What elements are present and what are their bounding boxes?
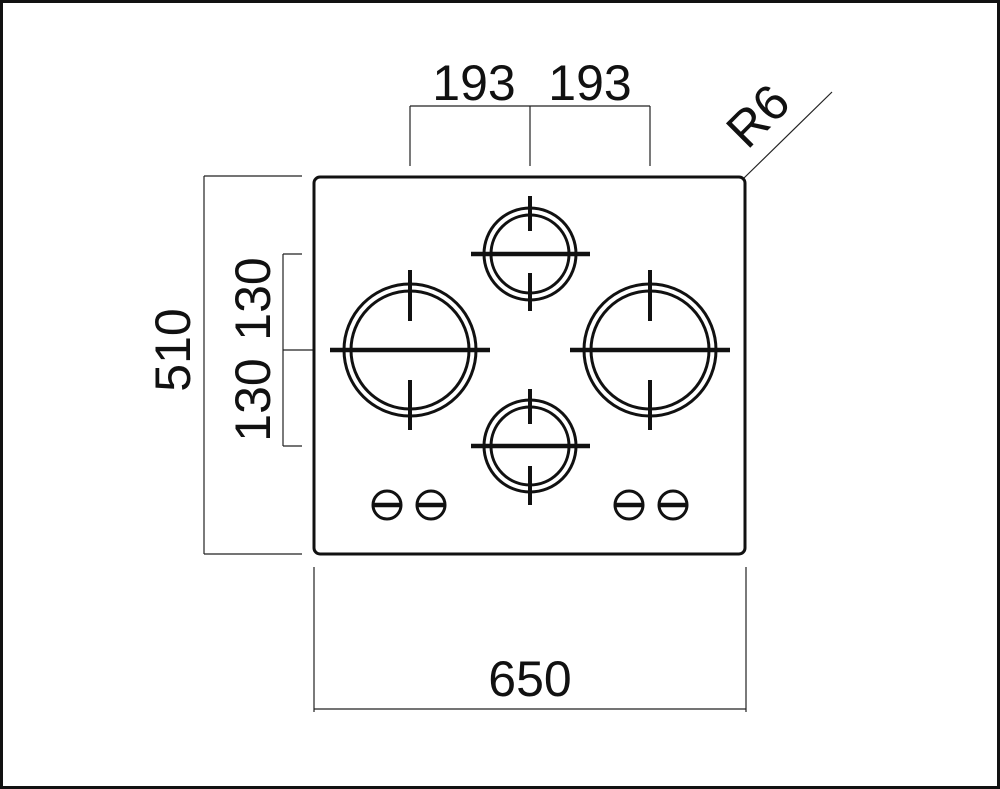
- control-knob: [371, 489, 403, 521]
- control-knob: [657, 489, 689, 521]
- control-knob: [415, 489, 447, 521]
- burner-right-large: [570, 270, 730, 430]
- hob-plate: [312, 175, 747, 556]
- control-knob: [613, 489, 645, 521]
- dim-overall-height: 510: [145, 308, 201, 391]
- dim-overall-width: 650: [488, 651, 571, 707]
- dimension-lines: [203, 91, 833, 712]
- dim-top-right: 193: [548, 55, 631, 111]
- dim-corner-radius: R6: [716, 74, 801, 159]
- burner-left-large: [330, 270, 490, 430]
- knob-group-left: [371, 489, 447, 521]
- burner-bottom-small: [471, 389, 590, 505]
- knob-group-right: [613, 489, 689, 521]
- dim-top-left: 193: [432, 55, 515, 111]
- dim-upper-offset: 130: [225, 257, 281, 340]
- dim-lower-offset: 130: [225, 358, 281, 441]
- burner-top-small: [471, 196, 590, 311]
